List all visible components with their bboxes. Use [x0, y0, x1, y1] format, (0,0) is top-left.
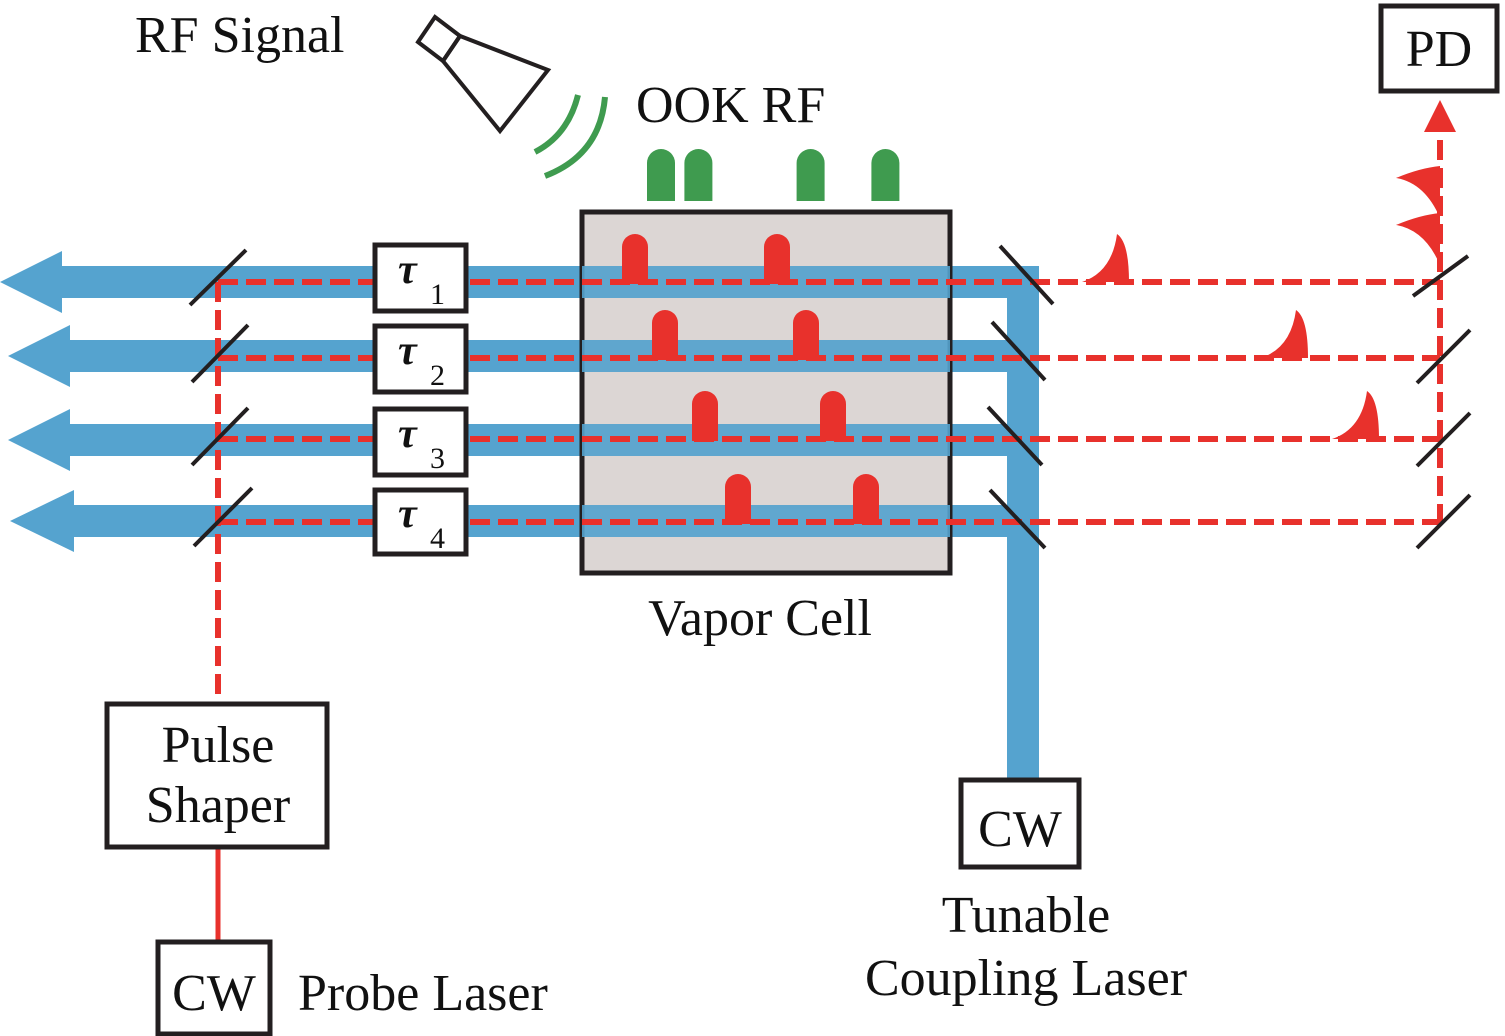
tau-index: 3 [430, 442, 445, 475]
tau-symbol: τ [398, 491, 418, 537]
mirror-icon [986, 405, 1044, 467]
rf-bit-pulse [647, 149, 675, 201]
mirror-icon [1415, 411, 1472, 468]
arrow-left-icon [0, 251, 62, 313]
output-pulse [1082, 234, 1129, 282]
coupling-laser-label-line1: Tunable [942, 887, 1111, 944]
probe-pulse [820, 391, 846, 441]
mirror-icon [190, 406, 250, 467]
mirror-icon [188, 248, 248, 307]
tau-index: 1 [430, 278, 445, 311]
rf-horn-antenna-icon [415, 14, 552, 135]
delay-box-3[interactable]: τ 3 [372, 406, 469, 478]
delay-box-4[interactable]: τ 4 [372, 487, 469, 557]
mirror-icon [998, 244, 1055, 306]
delay-boxes: τ 1 τ 2 τ 3 τ 4 [372, 242, 469, 557]
cell-pulses [622, 234, 879, 524]
probe-laser-cw[interactable]: CW [155, 939, 273, 1036]
rf-bit-pulse [871, 149, 900, 201]
delay-box-1[interactable]: τ 1 [372, 242, 469, 314]
mirror-icon [192, 486, 254, 548]
tau-index: 2 [430, 359, 445, 392]
mirrors-middle [986, 244, 1055, 550]
rf-signal-label: RF Signal [135, 7, 345, 64]
coupling-laser-label-line2: Coupling Laser [865, 950, 1187, 1007]
arrow-up-icon [1424, 100, 1456, 132]
tau-symbol: τ [398, 411, 418, 457]
rf-bit-pulse [796, 149, 825, 201]
combined-pulse [1396, 166, 1440, 218]
combined-pulse [1396, 213, 1440, 265]
coupling-cw-label: CW [978, 801, 1062, 858]
mirror-icon [990, 320, 1047, 382]
probe-pulse [622, 234, 648, 284]
output-pulse [1261, 310, 1308, 358]
arrow-left-icon [10, 490, 74, 552]
pd-label: PD [1406, 21, 1472, 78]
mirrors-right [1411, 254, 1472, 550]
mirrors-left [188, 248, 254, 548]
probe-pulse [725, 474, 751, 524]
probe-pulse [764, 234, 790, 284]
arrow-left-icon [8, 409, 70, 471]
pulse-shaper[interactable]: Pulse Shaper [104, 701, 330, 850]
tau-symbol: τ [398, 247, 418, 293]
tau-index: 4 [430, 522, 445, 555]
coupling-laser-cw[interactable]: CW [958, 777, 1082, 870]
mirror-icon [190, 323, 250, 384]
mirror-icon [988, 488, 1047, 550]
pulse-shaper-label-line1: Pulse [162, 717, 275, 774]
photodetector[interactable]: PD [1378, 3, 1500, 94]
probe-cw-label: CW [172, 965, 256, 1022]
probe-pulse [853, 474, 879, 524]
ook-rf-pulses [647, 149, 900, 201]
probe-pulse [652, 310, 678, 360]
pulse-shaper-label-line2: Shaper [146, 777, 290, 834]
probe-pulse [692, 391, 718, 441]
arrow-left-icon [8, 325, 70, 387]
mirror-icon [1411, 254, 1470, 298]
tau-symbol: τ [398, 328, 418, 374]
ook-rf-label: OOK RF [636, 77, 825, 134]
output-pulses [1082, 166, 1440, 439]
rf-bit-pulse [684, 149, 713, 201]
mirror-icon [1415, 328, 1472, 385]
output-pulse [1332, 391, 1379, 439]
delay-box-2[interactable]: τ 2 [372, 323, 469, 395]
probe-pulse [793, 310, 819, 360]
rf-wave-icon [533, 94, 608, 179]
mirror-icon [1415, 493, 1472, 550]
probe-laser-label: Probe Laser [298, 965, 548, 1022]
vapor-cell-label: Vapor Cell [648, 590, 872, 647]
